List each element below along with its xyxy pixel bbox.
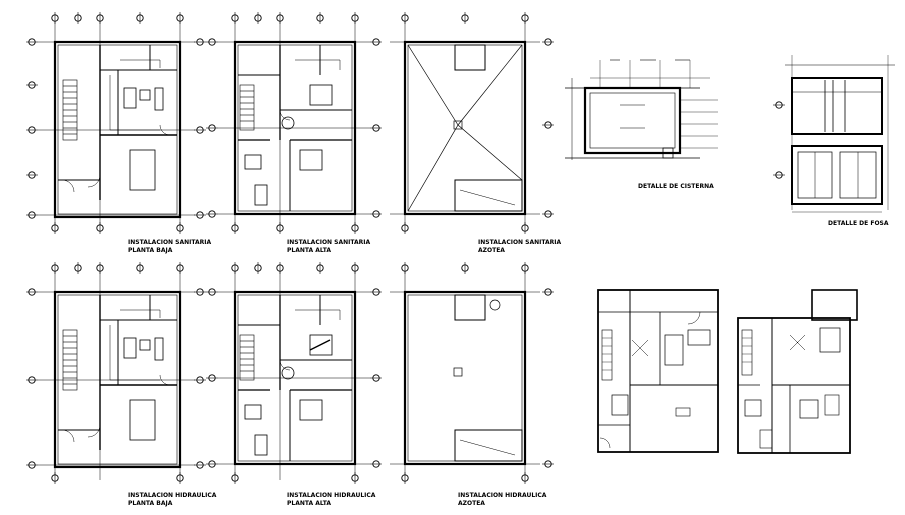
sheet-title-hidraulica-alta: INSTALACION HIDRAULICA (287, 492, 376, 499)
sheet-subtitle-sanitaria-azotea: AZOTEA (478, 247, 505, 254)
sheet-title-sanitaria-azotea: INSTALACION SANITARIA (478, 239, 562, 246)
fosa-detail (785, 55, 895, 213)
hidraulica-azotea (390, 261, 555, 485)
thumbnail-plan-alta (737, 289, 858, 454)
sanitaria-azotea (390, 11, 555, 235)
sheet-title-sanitaria-baja: INSTALACION SANITARIA (128, 239, 212, 246)
sanitaria-planta-baja (25, 11, 207, 235)
sheet-subtitle-hidraulica-azotea: AZOTEA (458, 500, 485, 507)
thumbnail-plan-baja (597, 289, 719, 453)
sheet-subtitle-hidraulica-alta: PLANTA ALTA (287, 500, 331, 507)
sheet-title-hidraulica-azotea: INSTALACION HIDRAULICA (458, 492, 547, 499)
sheet-subtitle-sanitaria-baja: PLANTA BAJA (128, 247, 173, 254)
hidraulica-planta-baja (25, 261, 207, 485)
hidraulica-planta-alta (205, 261, 383, 485)
sheet-subtitle-sanitaria-alta: PLANTA ALTA (287, 247, 331, 254)
sheet-subtitle-hidraulica-baja: PLANTA BAJA (128, 500, 173, 507)
sheet-title-sanitaria-alta: INSTALACION SANITARIA (287, 239, 371, 246)
sheet-title-hidraulica-baja: INSTALACION HIDRAULICA (128, 492, 217, 499)
fosa-detail-label: DETALLE DE FOSA (828, 220, 889, 227)
cistern-detail (565, 59, 718, 160)
sanitaria-planta-alta (205, 11, 383, 235)
cistern-detail-label: DETALLE DE CISTERNA (638, 183, 714, 190)
